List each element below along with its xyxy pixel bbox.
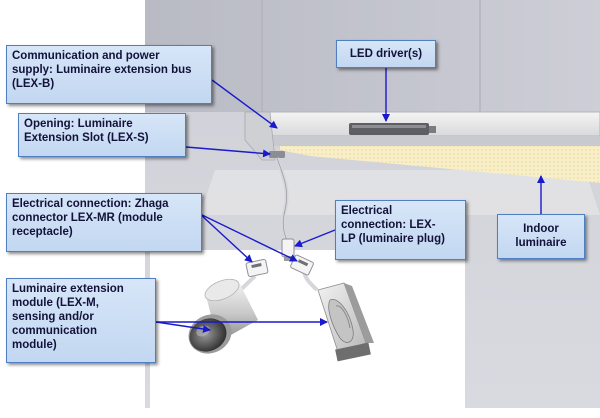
- label-communication-power-supply: Communication and power supply: Luminair…: [6, 45, 212, 104]
- label-electrical-connection-lex-lp: Electrical connection: LEX- LP (luminair…: [335, 200, 466, 260]
- lex-cable-outline: [276, 157, 288, 241]
- led-driver-highlight: [352, 125, 426, 128]
- lex-slot-opening: [269, 151, 285, 158]
- luminaire-end: [244, 111, 276, 161]
- lex-lp-plug-pins: [284, 256, 292, 261]
- luminaire-diffuser: [280, 146, 600, 183]
- lex-mr-slot-left: [251, 263, 262, 269]
- box-module: [317, 282, 374, 362]
- label-electrical-connection-lex-mr: Electrical connection: Zhaga connector L…: [6, 193, 202, 252]
- light-cone: [200, 170, 600, 215]
- arrow-mr-right: [199, 213, 298, 262]
- lex-mr-receptacle-left: [245, 258, 269, 278]
- lex-mr-slot-right: [297, 259, 309, 267]
- arrow-module-left: [155, 321, 211, 333]
- label-luminaire-extension-module: Luminaire extension module (LEX-M, sensi…: [6, 278, 156, 363]
- arrow-comm-bus: [211, 79, 278, 129]
- label-indoor-luminaire: Indoor luminaire: [497, 214, 585, 259]
- arrow-lp: [294, 229, 336, 248]
- label-led-driver: LED driver(s): [336, 40, 436, 68]
- led-driver-connector: [429, 126, 436, 133]
- arrows: [155, 68, 545, 333]
- arrow-opening: [185, 146, 271, 158]
- luminaire-front-face: [245, 136, 600, 150]
- label-opening-lex-s: Opening: Luminaire Extension Slot (LEX-S…: [18, 113, 186, 157]
- arrow-mr-left: [199, 213, 253, 263]
- led-driver-unit: [349, 123, 429, 135]
